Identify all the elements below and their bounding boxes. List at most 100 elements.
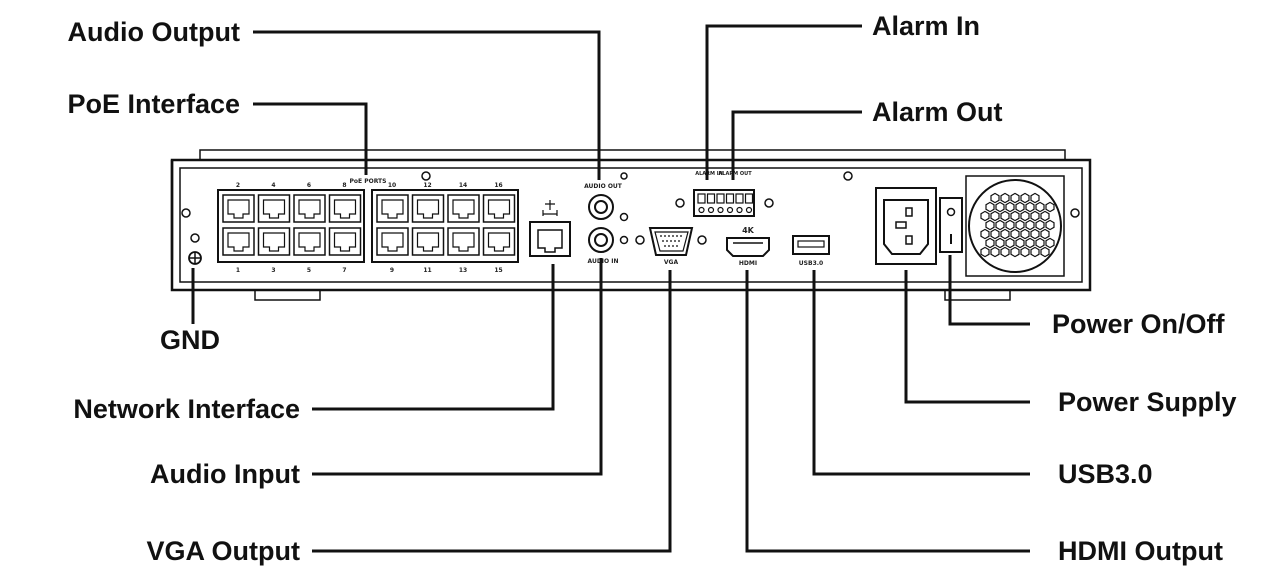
fan-hex-cell [1030, 192, 1040, 204]
poe-port [222, 194, 255, 223]
fan-hex-cell [980, 210, 990, 222]
fan-hex-cell [1035, 201, 1045, 213]
poe-port [482, 194, 516, 223]
port-number: 5 [307, 267, 311, 274]
alarm-screw [726, 206, 734, 214]
poe-port [293, 227, 326, 256]
label-power-on-off: Power On/Off [1052, 309, 1225, 339]
poe-port [293, 194, 326, 223]
fan-hex-cell [1000, 192, 1010, 204]
alarm-in-print: ALARM IN [695, 171, 723, 177]
port-number: 2 [236, 182, 240, 189]
fan-hex-cell [995, 237, 1005, 249]
label-alarm-out: Alarm Out [872, 97, 1003, 127]
fan-hex-cell [1025, 237, 1035, 249]
fan-hex-cell [1020, 210, 1030, 222]
poe-port [376, 227, 409, 256]
label-power-supply: Power Supply [1058, 387, 1237, 417]
fan-hex-cell [1045, 201, 1055, 213]
poe-ports-print: PoE PORTS [350, 178, 387, 185]
poe-port [376, 194, 409, 223]
alarm-terminal [675, 189, 774, 217]
power-switch [939, 197, 963, 253]
fan-hex-cell [980, 246, 990, 258]
fan-hex-cell [1040, 246, 1050, 258]
fan-hex-cell [1030, 246, 1040, 258]
alarm-pin [706, 193, 716, 204]
fan-hex-cell [990, 228, 1000, 240]
hdmi-port [726, 237, 770, 257]
fan-hex-cell [980, 228, 990, 240]
fan-hex-cell [1040, 210, 1050, 222]
label-hdmi-output: HDMI Output [1058, 536, 1223, 566]
alarm-pin [725, 193, 735, 204]
port-number: 10 [388, 182, 396, 189]
alarm-screw [698, 206, 705, 214]
fan-hex-cell [1010, 210, 1020, 222]
alarm-screw [736, 206, 743, 214]
4k-print: 4K [742, 226, 755, 235]
label-audio-input: Audio Input [150, 459, 300, 489]
chassis [170, 149, 1092, 301]
port-number: 3 [271, 267, 275, 274]
fan-hex-cell [1010, 228, 1020, 240]
port-number: 6 [307, 182, 311, 189]
label-network-interface: Network Interface [73, 394, 300, 424]
poe-port [328, 194, 362, 223]
port-number: 12 [423, 182, 431, 189]
poe-port [447, 227, 480, 256]
fan-hex-cell [1000, 228, 1010, 240]
alarm-screw [717, 206, 724, 214]
port-number: 13 [459, 267, 467, 274]
fan-hex-cell [985, 201, 995, 213]
fan-hex-cell [1020, 192, 1030, 204]
fan-hex-cell [1010, 192, 1020, 204]
label-gnd: GND [160, 325, 220, 355]
port-number: 15 [494, 267, 502, 274]
fan-hex-cell [1005, 219, 1015, 231]
fan-hex-cell [995, 219, 1005, 231]
alarm-pin [697, 193, 706, 204]
fan-hex-cell [985, 237, 995, 249]
alarm-pin [716, 193, 725, 204]
fan-hex-cell [1045, 237, 1055, 249]
port-number: 16 [494, 182, 502, 189]
port-number: 9 [390, 267, 394, 274]
poe-port [222, 227, 255, 256]
fan-hex-cell [1035, 237, 1045, 249]
poe-port [482, 227, 516, 256]
hdmi-print: HDMI [739, 260, 757, 267]
label-alarm-in: Alarm In [872, 11, 981, 41]
fan-hex-cell [990, 192, 1000, 204]
usb-print: USB3.0 [799, 260, 823, 267]
fan-hex-cell [1025, 201, 1035, 213]
poe-port [257, 194, 291, 223]
port-number: 11 [423, 267, 431, 274]
fan-hex-cell [1005, 201, 1015, 213]
fan-hex-cell [1025, 219, 1035, 231]
fan-hex-cell [1030, 228, 1040, 240]
fan-hex-cell [1000, 210, 1010, 222]
fan-hex-cell [1040, 228, 1050, 240]
poe-port [411, 227, 445, 256]
alarm-pin [744, 193, 754, 204]
fan-hex-cell [1015, 219, 1025, 231]
alarm-out-print: ALARM OUT [718, 171, 752, 177]
fan-hex-cell [1030, 210, 1040, 222]
fan-hex-cell [1020, 228, 1030, 240]
port-number: 7 [342, 267, 346, 274]
port-number: 14 [459, 182, 467, 189]
poe-port [411, 194, 445, 223]
alarm-pin [735, 193, 744, 204]
poe-port-blocks [217, 189, 519, 263]
poe-port [447, 194, 480, 223]
poe-ports [222, 194, 516, 256]
fan-hex-cell [1015, 201, 1025, 213]
poe-port [257, 227, 291, 256]
gnd-terminal [188, 233, 202, 265]
fan-hex-cell [985, 219, 995, 231]
leader-lines [191, 24, 1030, 553]
